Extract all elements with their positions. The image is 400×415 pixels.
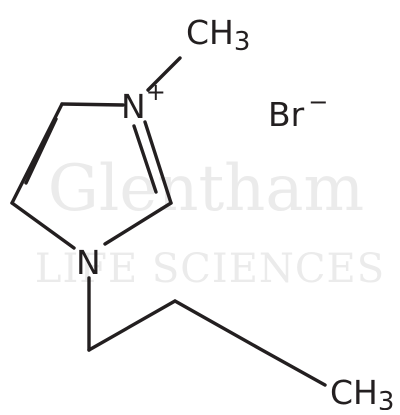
methyl-top-label: CH3: [186, 13, 250, 57]
watermark-line-2: LIFE SCIENCES: [35, 246, 385, 292]
bond-c2-n3: [143, 120, 173, 205]
bond-n-methyl: [146, 56, 182, 92]
bromide-charge: −: [308, 88, 328, 116]
atom-labels: CH3 N+ N CH3 Br−: [76, 13, 394, 415]
bromide-label: Br−: [268, 88, 328, 134]
bond-butyl-chain: [87, 299, 327, 387]
methyl-end-label: CH3: [330, 373, 394, 410]
watermark: Glentham LIFE SCIENCES: [35, 152, 385, 292]
bond-n1-c2: [103, 201, 173, 246]
bond-c2-n3-inner: [132, 124, 158, 194]
bond-n3-c4: [60, 102, 125, 107]
bromide-symbol: Br: [268, 95, 305, 134]
n-bottom-label: N: [76, 243, 101, 282]
methyl-end-subscript: 3: [378, 387, 395, 410]
methyl-end-symbol: CH: [330, 373, 378, 410]
methyl-top-symbol: CH: [186, 13, 234, 52]
watermark-line-1: Glentham: [48, 152, 364, 226]
bonds: [10, 56, 327, 387]
methyl-top-subscript: 3: [234, 27, 251, 57]
n-top-label: N+: [121, 78, 166, 126]
n-top-symbol: N: [121, 87, 146, 126]
bond-c4-c5-inner: [24, 117, 58, 185]
n-top-charge: +: [146, 78, 166, 106]
bond-c5-n1: [10, 201, 76, 250]
